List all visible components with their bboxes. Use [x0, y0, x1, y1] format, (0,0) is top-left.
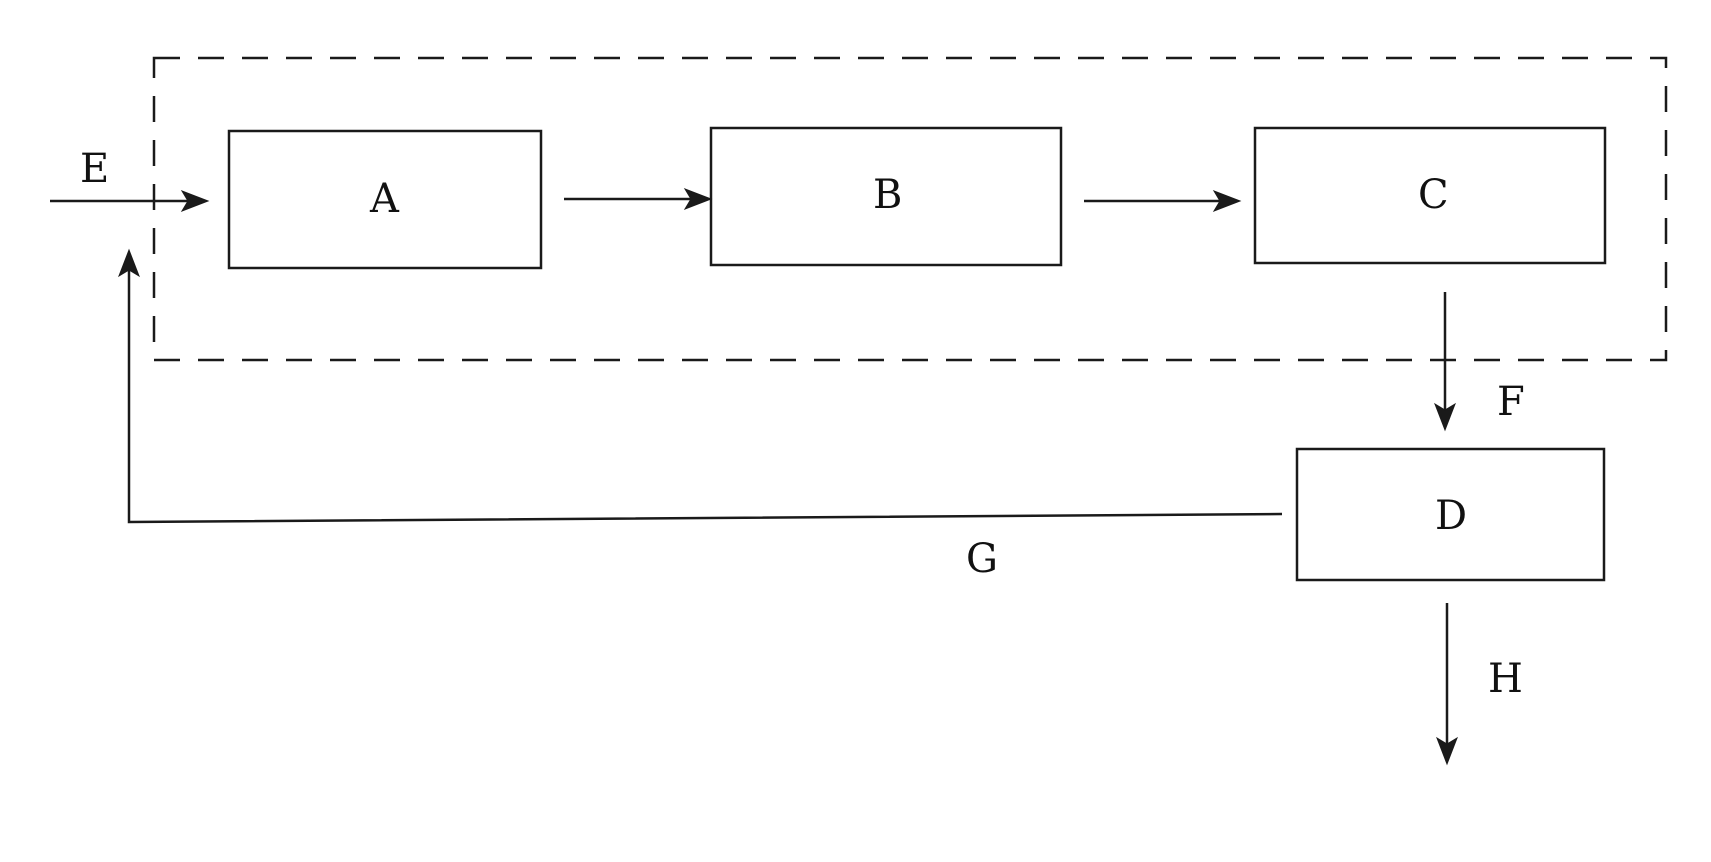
node-c-label: C — [1418, 172, 1449, 218]
stream-f-label: F — [1497, 379, 1525, 425]
system-boundary — [152, 56, 1668, 362]
node-d: D — [1295, 447, 1606, 582]
stream-g: G — [118, 248, 1283, 582]
stream-g-label: G — [966, 536, 998, 582]
node-c-box — [1253, 126, 1607, 265]
stream-f-arrowhead — [1434, 402, 1456, 432]
node-b-label: B — [873, 172, 902, 218]
node-b: B — [709, 126, 1063, 267]
arrow-b-c-arrowhead — [1212, 190, 1242, 212]
arrow-a-b-arrowhead — [683, 188, 713, 210]
stream-h-label: H — [1488, 656, 1523, 702]
node-b-box — [709, 126, 1063, 267]
stream-f: F — [1434, 292, 1525, 432]
stream-e-label: E — [80, 146, 109, 192]
stream-e-arrowhead — [180, 190, 210, 212]
arrow-b-c — [1084, 190, 1242, 212]
node-a-label: A — [369, 176, 400, 222]
stream-h-arrowhead — [1436, 736, 1458, 766]
arrow-a-b — [564, 188, 713, 210]
node-a: A — [227, 129, 543, 270]
node-a-box — [227, 129, 543, 270]
node-c: C — [1253, 126, 1607, 265]
stream-g-arrowhead — [118, 248, 140, 278]
stream-e: E — [50, 146, 210, 212]
node-d-box — [1295, 447, 1606, 582]
stream-g-line — [127, 268, 1283, 524]
stream-h: H — [1436, 603, 1523, 766]
node-d-label: D — [1435, 493, 1467, 539]
